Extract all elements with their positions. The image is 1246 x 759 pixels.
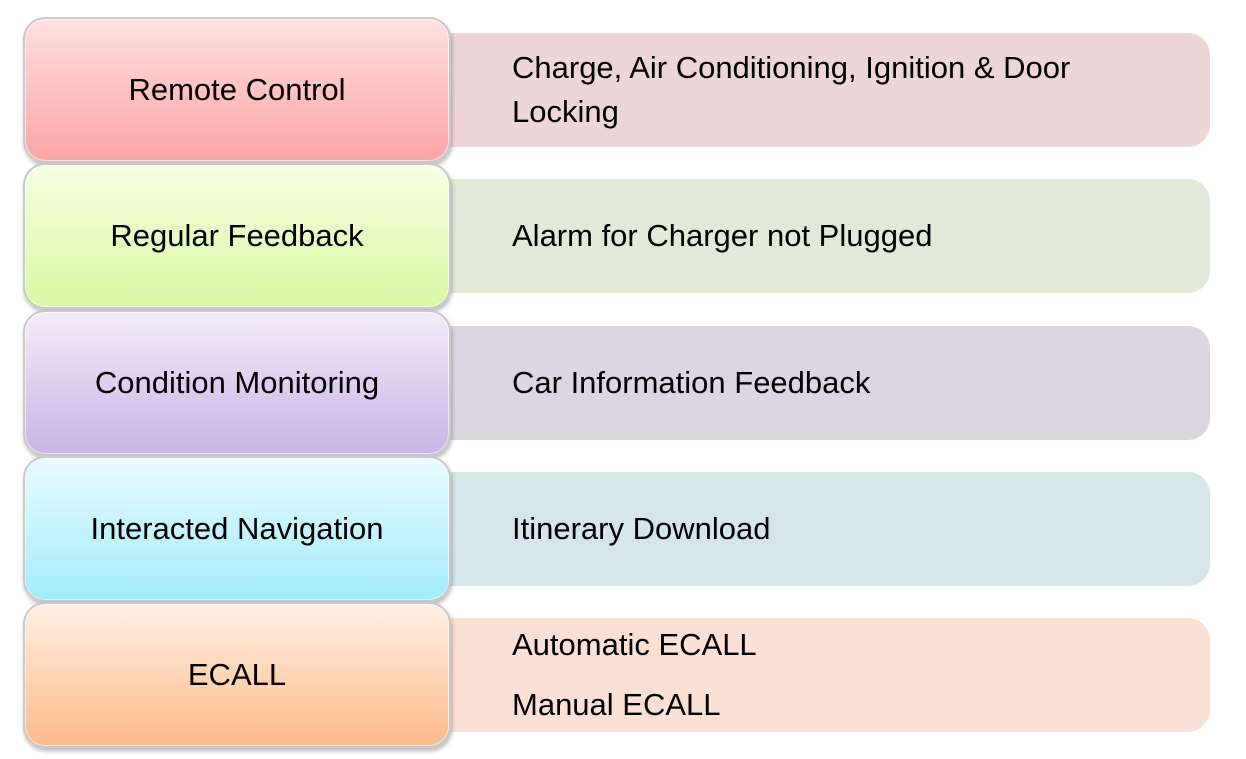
detail-box: Automatic ECALL Manual ECALL [420,618,1210,732]
row-interacted-navigation: Itinerary Download Interacted Navigation [0,456,1246,602]
category-box: Regular Feedback [23,163,451,309]
row-condition-monitoring: Car Information Feedback Condition Monit… [0,310,1246,456]
row-ecall: Automatic ECALL Manual ECALL ECALL [0,602,1246,748]
detail-box: Charge, Air Conditioning, Ignition & Doo… [420,33,1210,147]
category-box: Remote Control [23,17,451,163]
detail-text: Charge, Air Conditioning, Ignition & Doo… [512,50,1071,129]
detail-box: Itinerary Download [420,472,1210,586]
row-regular-feedback: Alarm for Charger not Plugged Regular Fe… [0,163,1246,309]
detail-text: Itinerary Download [512,511,771,546]
detail-text: Alarm for Charger not Plugged [512,218,933,253]
category-box: Interacted Navigation [23,456,451,602]
detail-text: Car Information Feedback [512,365,871,400]
category-label: Interacted Navigation [90,511,384,546]
detail-box: Alarm for Charger not Plugged [420,179,1210,293]
detail-box: Car Information Feedback [420,326,1210,440]
category-box: ECALL [23,602,451,748]
detail-text: Manual ECALL [512,687,721,722]
category-label: Regular Feedback [110,218,364,253]
category-box: Condition Monitoring [23,310,451,456]
row-remote-control: Charge, Air Conditioning, Ignition & Doo… [0,17,1246,163]
category-label: ECALL [187,657,287,692]
detail-text: Automatic ECALL [512,627,757,662]
category-label: Remote Control [128,72,346,107]
category-label: Condition Monitoring [94,365,380,400]
